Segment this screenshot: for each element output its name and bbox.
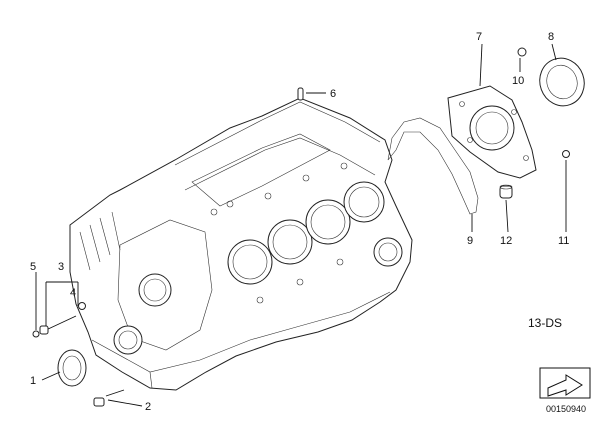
part-11-bolt	[562, 150, 570, 158]
part-10-bolt	[517, 47, 527, 57]
part-9-gasket	[387, 117, 479, 215]
group-code: 13-DS	[528, 316, 562, 330]
callout-10: 10	[512, 75, 524, 87]
navigation-arrow-box[interactable]	[539, 367, 591, 399]
part-12-sleeve	[499, 184, 513, 199]
part-6-dowel	[297, 87, 304, 101]
part-7-rear-cover	[447, 85, 537, 179]
callout-1: 1	[30, 375, 36, 387]
engine-block	[69, 97, 413, 391]
part-1-front-seal	[57, 349, 87, 387]
part-3-bolt-set	[32, 302, 86, 338]
callout-3: 3	[58, 261, 64, 273]
callout-12: 12	[500, 235, 512, 247]
arrow-icon	[547, 374, 583, 397]
callout-9: 9	[467, 235, 473, 247]
document-number: 00150940	[546, 404, 586, 414]
callout-7: 7	[476, 31, 482, 43]
part-2-screw	[93, 389, 125, 407]
part-8-shaft-seal	[539, 57, 585, 107]
callout-11: 11	[558, 235, 569, 247]
leader-lines	[35, 43, 567, 407]
callout-2: 2	[145, 401, 151, 413]
callout-4: 4	[70, 287, 76, 299]
callout-6: 6	[330, 88, 336, 100]
callout-5: 5	[30, 261, 36, 273]
callout-8: 8	[548, 31, 554, 43]
